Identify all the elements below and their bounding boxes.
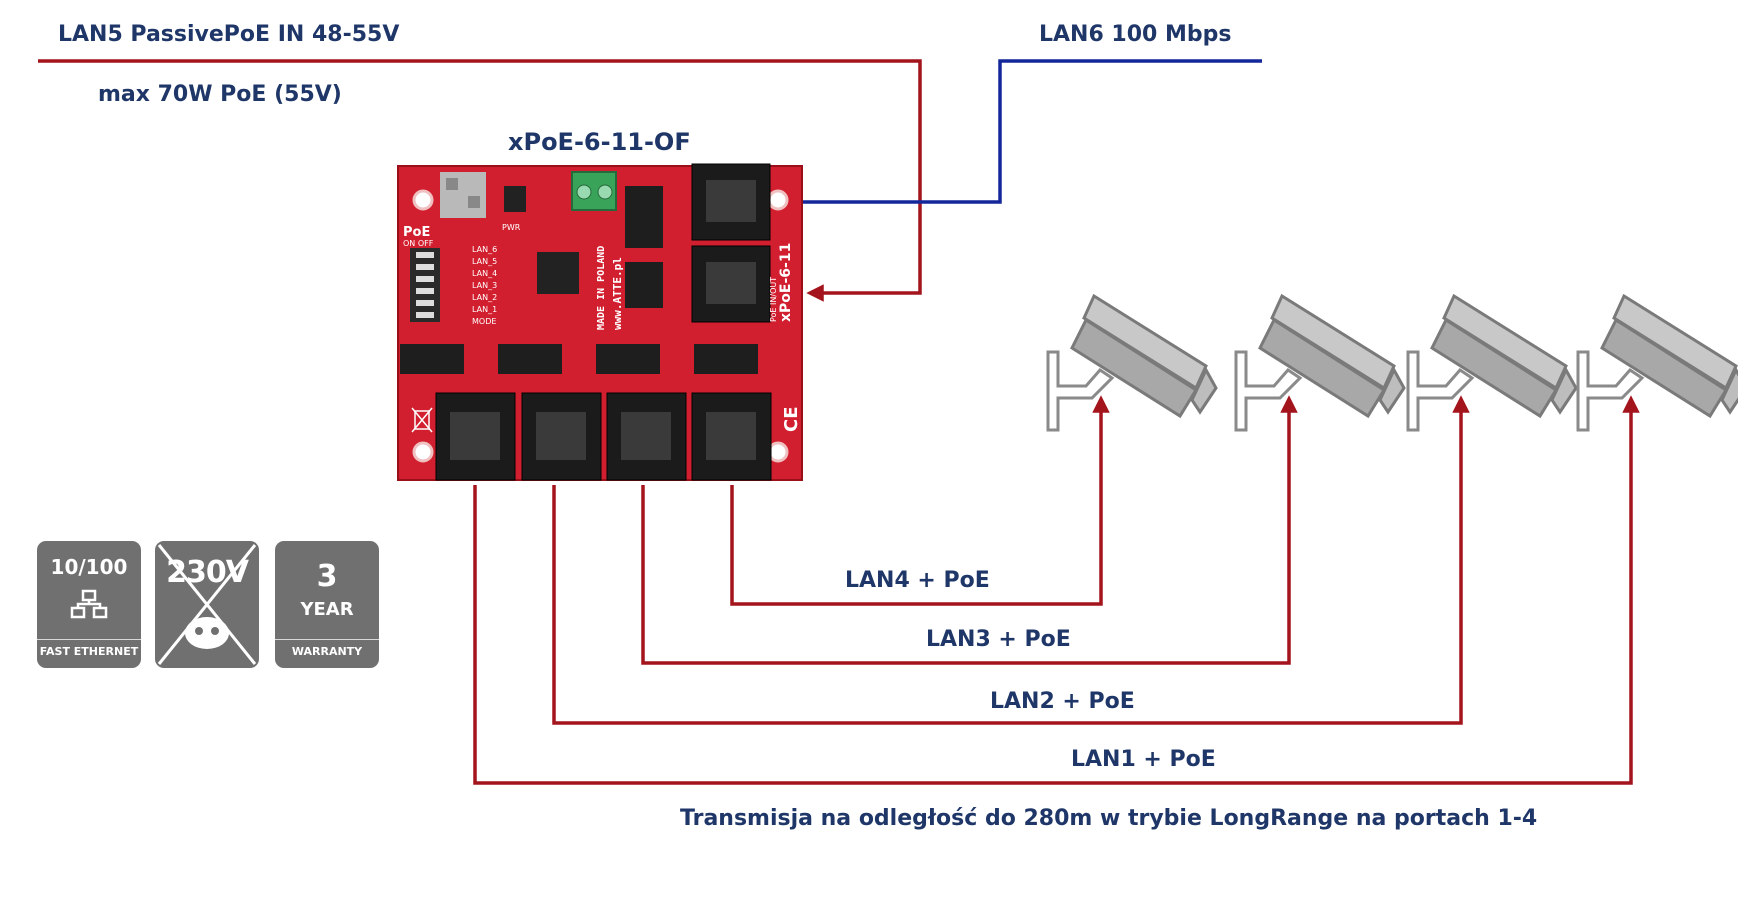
lan6-line	[802, 59, 1262, 204]
badge-fast-ethernet-text: FAST ETHERNET	[39, 645, 139, 658]
pcb-board: PoE ON OFF PWR LAN_6LAN_5LAN_4LAN_3LAN_2…	[397, 163, 803, 481]
warranty-badge: 3 YEAR WARRANTY	[275, 541, 379, 668]
pcb-ce-mark: CE	[781, 406, 802, 432]
badge-divider	[275, 639, 379, 640]
pcb-dip-label: LAN_2	[472, 293, 497, 302]
pcb-dip-label: LAN_3	[472, 281, 497, 290]
pcb-dip-label: LAN_1	[472, 305, 497, 314]
weee-bin-icon	[411, 407, 433, 433]
pcb-dip-label: LAN_4	[472, 269, 497, 278]
pcb-made-in-label: MADE IN POLAND	[596, 246, 607, 330]
pcb-website-label: www.ATTE.pl	[611, 257, 624, 330]
max-power-label: max 70W PoE (55V)	[98, 82, 342, 107]
pcb-dip-label: LAN_5	[472, 257, 497, 266]
no-230v-badge: 230V	[155, 541, 259, 668]
network-icon	[70, 589, 108, 619]
lan2-line	[552, 395, 1470, 725]
cctv-camera-icon	[1234, 294, 1406, 432]
pcb-model-label: xPoE-6-11	[778, 243, 794, 322]
badge-speed-text: 10/100	[50, 555, 128, 579]
cctv-camera-icon	[1576, 294, 1738, 432]
crossed-plug-icon	[157, 544, 257, 665]
lan2-label: LAN2 + PoE	[990, 689, 1135, 714]
lan6-label: LAN6 100 Mbps	[1039, 22, 1232, 47]
lan5-line	[38, 59, 922, 302]
fast-ethernet-badge: 10/100 FAST ETHERNET	[37, 541, 141, 668]
lan3-label: LAN3 + PoE	[926, 627, 1071, 652]
footer-note: Transmisja na odległość do 280m w trybie…	[680, 806, 1538, 831]
pcb-pwr-label: PWR	[502, 223, 521, 232]
pcb-port-label: PoE IN/OUT	[769, 277, 778, 322]
pcb-dip-label: MODE	[472, 317, 496, 326]
device-name: xPoE-6-11-OF	[508, 128, 691, 156]
cctv-camera-icon	[1406, 294, 1578, 432]
lan5-input-label: LAN5 PassivePoE IN 48-55V	[58, 22, 400, 47]
pcb-poe-label: PoE	[403, 225, 430, 240]
badge-warranty-text: WARRANTY	[291, 645, 363, 658]
pcb-on-off-label: ON OFF	[403, 239, 434, 248]
badge-divider	[37, 639, 141, 640]
lan4-line	[730, 395, 1110, 606]
lan3-line	[641, 395, 1298, 665]
lan4-label: LAN4 + PoE	[845, 568, 990, 593]
lan1-line	[473, 395, 1640, 785]
cctv-camera-icon	[1046, 294, 1218, 432]
badge-year-text: YEAR	[300, 599, 354, 620]
badge-years-number: 3	[316, 559, 338, 594]
pcb-dip-label: LAN_6	[472, 245, 497, 254]
lan1-label: LAN1 + PoE	[1071, 747, 1216, 772]
